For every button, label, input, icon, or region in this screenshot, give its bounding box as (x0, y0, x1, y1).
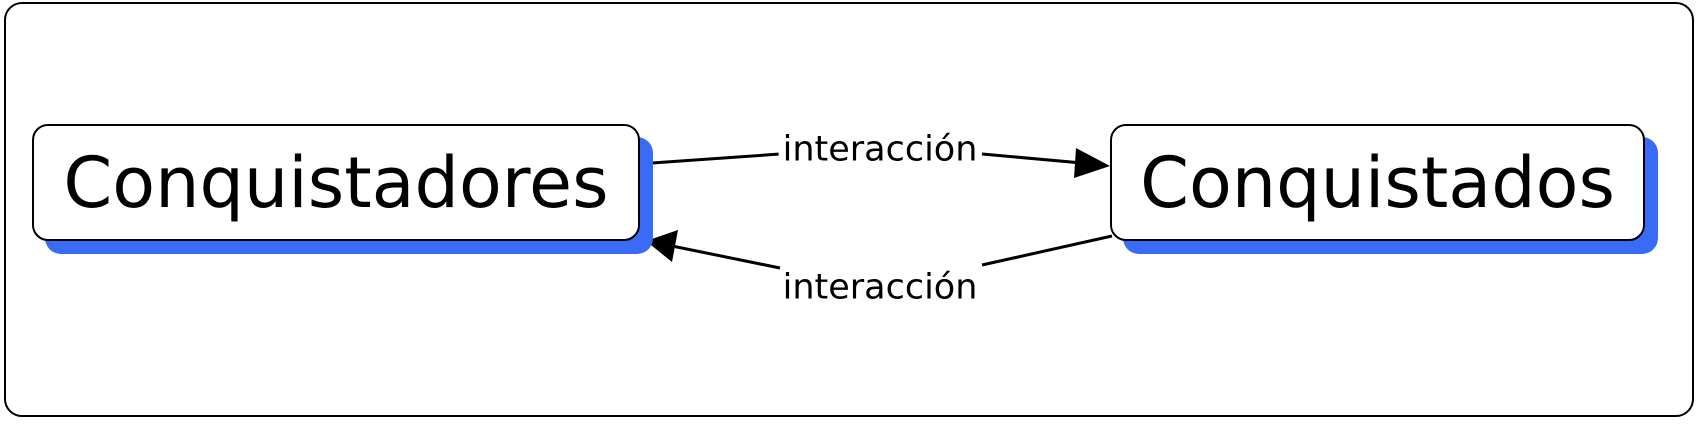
edge-label-top: interacción (778, 132, 982, 168)
node-conquistadores[interactable]: Conquistadores (32, 124, 653, 254)
edge-arrowhead-top (1074, 148, 1110, 178)
edge-line-bottom-a (981, 234, 1113, 267)
edge-line-top-a (651, 152, 781, 165)
edge-line-bottom-b (671, 244, 781, 270)
node-label: Conquistados (1110, 124, 1645, 241)
edge-line-top-b (981, 152, 1083, 165)
node-conquistados[interactable]: Conquistados (1110, 124, 1658, 254)
edge-arrowhead-bottom (646, 230, 678, 262)
node-label: Conquistadores (32, 124, 640, 241)
edge-label-bottom: interacción (778, 270, 982, 306)
